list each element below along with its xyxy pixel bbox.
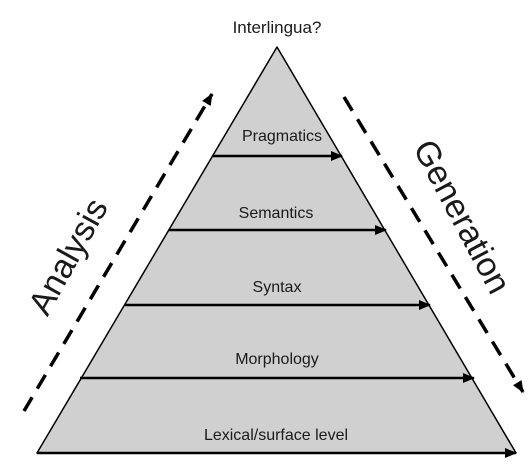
level-label-lexical-surface: Lexical/surface level [204, 427, 348, 444]
generation-dashed-arrow [342, 96, 525, 393]
analysis-label: Analysis [21, 192, 116, 321]
level-label-morphology: Morphology [235, 351, 319, 368]
apex-label: Interlingua? [233, 18, 322, 37]
level-label-semantics: Semantics [239, 205, 314, 222]
level-label-pragmatics: Pragmatics [242, 128, 322, 145]
level-label-syntax: Syntax [253, 279, 302, 296]
pyramid-shape [36, 46, 517, 454]
generation-label: Generation [405, 134, 518, 300]
analysis-dashed-arrow [22, 93, 214, 412]
